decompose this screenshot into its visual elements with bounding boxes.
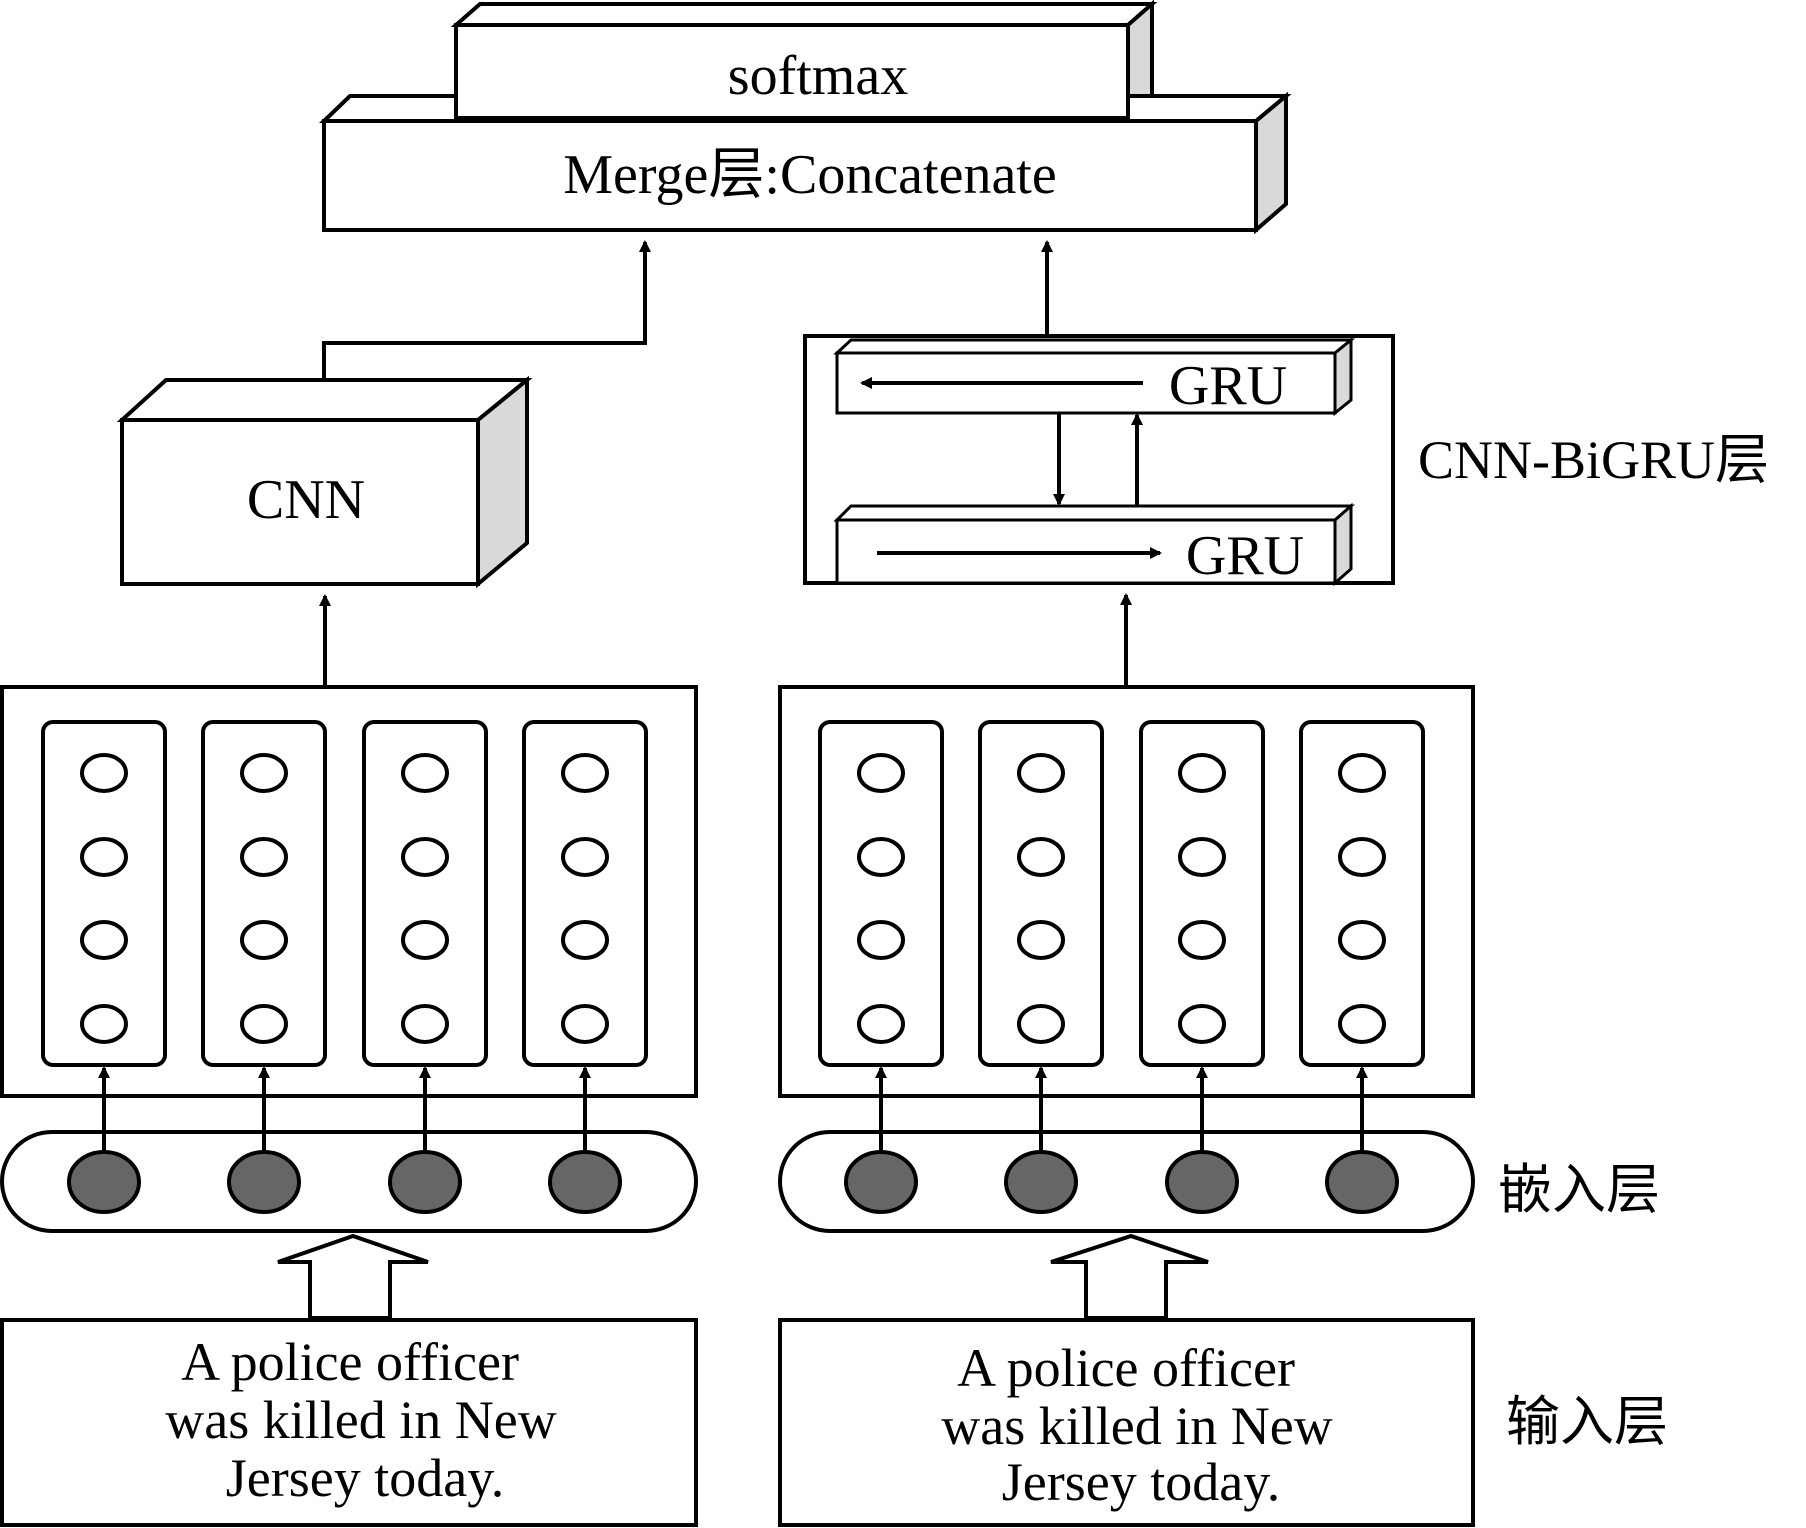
gru-forward: GRU	[833, 502, 1355, 587]
left-vector-node	[240, 1004, 288, 1044]
right-vector-column	[818, 720, 944, 1067]
left-vector-node	[561, 753, 609, 793]
right-vector-node	[1017, 920, 1065, 960]
right-vector-panel	[778, 685, 1475, 1098]
left-vector-panel	[0, 685, 698, 1098]
right-embedding-node	[1325, 1150, 1399, 1214]
left-vector-node	[240, 753, 288, 793]
right-vector-node	[857, 837, 905, 877]
left-vector-node	[80, 920, 128, 960]
right-vector-node	[857, 1004, 905, 1044]
gru-top-label: GRU	[1169, 355, 1287, 417]
left-embedding-node	[388, 1150, 462, 1214]
left-embedding-node	[548, 1150, 622, 1214]
left-vector-node	[401, 753, 449, 793]
right-embedding-pill	[778, 1066, 1475, 1233]
bigru-container: GRU GRU	[803, 334, 1395, 587]
softmax-label-front: softmax	[728, 45, 908, 107]
gru-backward: GRU	[833, 336, 1356, 417]
right-vector-node	[1178, 1004, 1226, 1044]
left-vector-node	[561, 920, 609, 960]
right-input-line-2: was killed in New	[941, 1396, 1332, 1456]
left-input-arrow	[277, 1233, 429, 1320]
right-vector-node	[1338, 837, 1386, 877]
left-input-box: A police officer was killed in New Jerse…	[0, 1318, 698, 1527]
right-vector-node	[1017, 753, 1065, 793]
cnn-box: CNN	[116, 375, 533, 589]
left-vector-node	[240, 920, 288, 960]
right-vector-node	[1178, 920, 1226, 960]
merge-label: Merge层:Concatenate	[563, 144, 1056, 206]
left-embedding-pill	[0, 1066, 698, 1233]
left-embedding-node	[67, 1150, 141, 1214]
cnn-to-merge-arrow	[322, 240, 651, 380]
right-vector-node	[1338, 1004, 1386, 1044]
right-vector-node	[857, 920, 905, 960]
left-vector-node	[561, 837, 609, 877]
left-vector-column	[522, 720, 648, 1067]
right-vector-column	[1299, 720, 1425, 1067]
right-vector-column	[978, 720, 1104, 1067]
right-input-line-3: Jersey today.	[1002, 1452, 1280, 1512]
input-layer-label: 输入层	[1506, 1392, 1668, 1452]
embedding-layer-label: 嵌入层	[1498, 1160, 1660, 1220]
left-vector-node	[561, 1004, 609, 1044]
right-vector-node	[1178, 837, 1226, 877]
gru-bottom-label: GRU	[1186, 525, 1304, 587]
left-vector-node	[401, 1004, 449, 1044]
left-input-line-3: Jersey today.	[226, 1448, 504, 1508]
cnn-label: CNN	[247, 469, 365, 531]
left-vector-node	[80, 837, 128, 877]
bigru-layer-label: CNN-BiGRU层	[1418, 430, 1769, 490]
left-vector-node	[401, 920, 449, 960]
right-vector-node	[1338, 920, 1386, 960]
left-vector-node	[80, 1004, 128, 1044]
right-input-arrow	[1050, 1233, 1209, 1320]
right-embedding-node	[844, 1150, 918, 1214]
right-vector-node	[1338, 753, 1386, 793]
left-vector-column	[362, 720, 488, 1067]
left-vector-node	[80, 753, 128, 793]
left-embedding-node	[227, 1150, 301, 1214]
left-vector-column	[201, 720, 327, 1067]
right-vector-node	[1017, 837, 1065, 877]
left-vector-node	[240, 837, 288, 877]
right-vector-column	[1139, 720, 1265, 1067]
left-input-line-1: A police officer	[181, 1332, 519, 1392]
right-input-line-1: A police officer	[957, 1338, 1295, 1398]
right-vector-node	[1017, 1004, 1065, 1044]
right-input-box: A police officer was killed in New Jerse…	[778, 1318, 1475, 1527]
right-embedding-node	[1004, 1150, 1078, 1214]
right-vector-node	[857, 753, 905, 793]
left-input-line-2: was killed in New	[165, 1390, 556, 1450]
right-embedding-node	[1165, 1150, 1239, 1214]
left-vector-node	[401, 837, 449, 877]
left-vector-column	[41, 720, 167, 1067]
right-vector-node	[1178, 753, 1226, 793]
